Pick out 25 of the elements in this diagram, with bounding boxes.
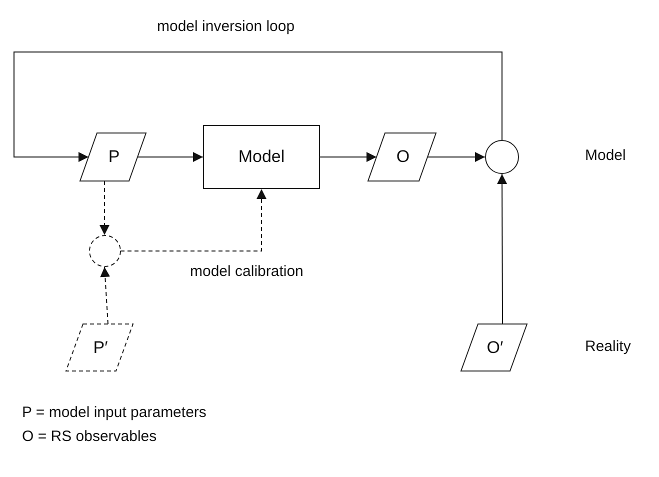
arrow xyxy=(427,152,486,162)
circle-node xyxy=(485,140,519,174)
arrow xyxy=(100,266,110,324)
node-label: O xyxy=(395,147,410,167)
arrow xyxy=(497,174,508,324)
parallelogram-node xyxy=(80,133,146,181)
arrow xyxy=(14,52,502,162)
node-label: P′ xyxy=(92,338,108,358)
process-box xyxy=(203,125,320,189)
level-label: Reality xyxy=(585,338,631,355)
legend-note: P = model input parameters xyxy=(22,404,206,421)
arrow xyxy=(320,152,377,162)
parallelogram-node xyxy=(66,324,133,371)
arrow xyxy=(137,152,204,162)
node-label: O′ xyxy=(486,338,504,358)
level-label: Model xyxy=(585,147,626,164)
node-label: Model xyxy=(238,147,285,167)
node-label: P xyxy=(107,147,120,167)
parallelogram-node xyxy=(368,133,436,181)
arrow xyxy=(120,188,266,252)
parallelogram-node xyxy=(461,324,527,371)
arrow xyxy=(100,180,110,236)
circle-node xyxy=(88,235,120,267)
edge-label: model inversion loop xyxy=(155,18,297,35)
legend-note: O = RS observables xyxy=(22,428,157,445)
